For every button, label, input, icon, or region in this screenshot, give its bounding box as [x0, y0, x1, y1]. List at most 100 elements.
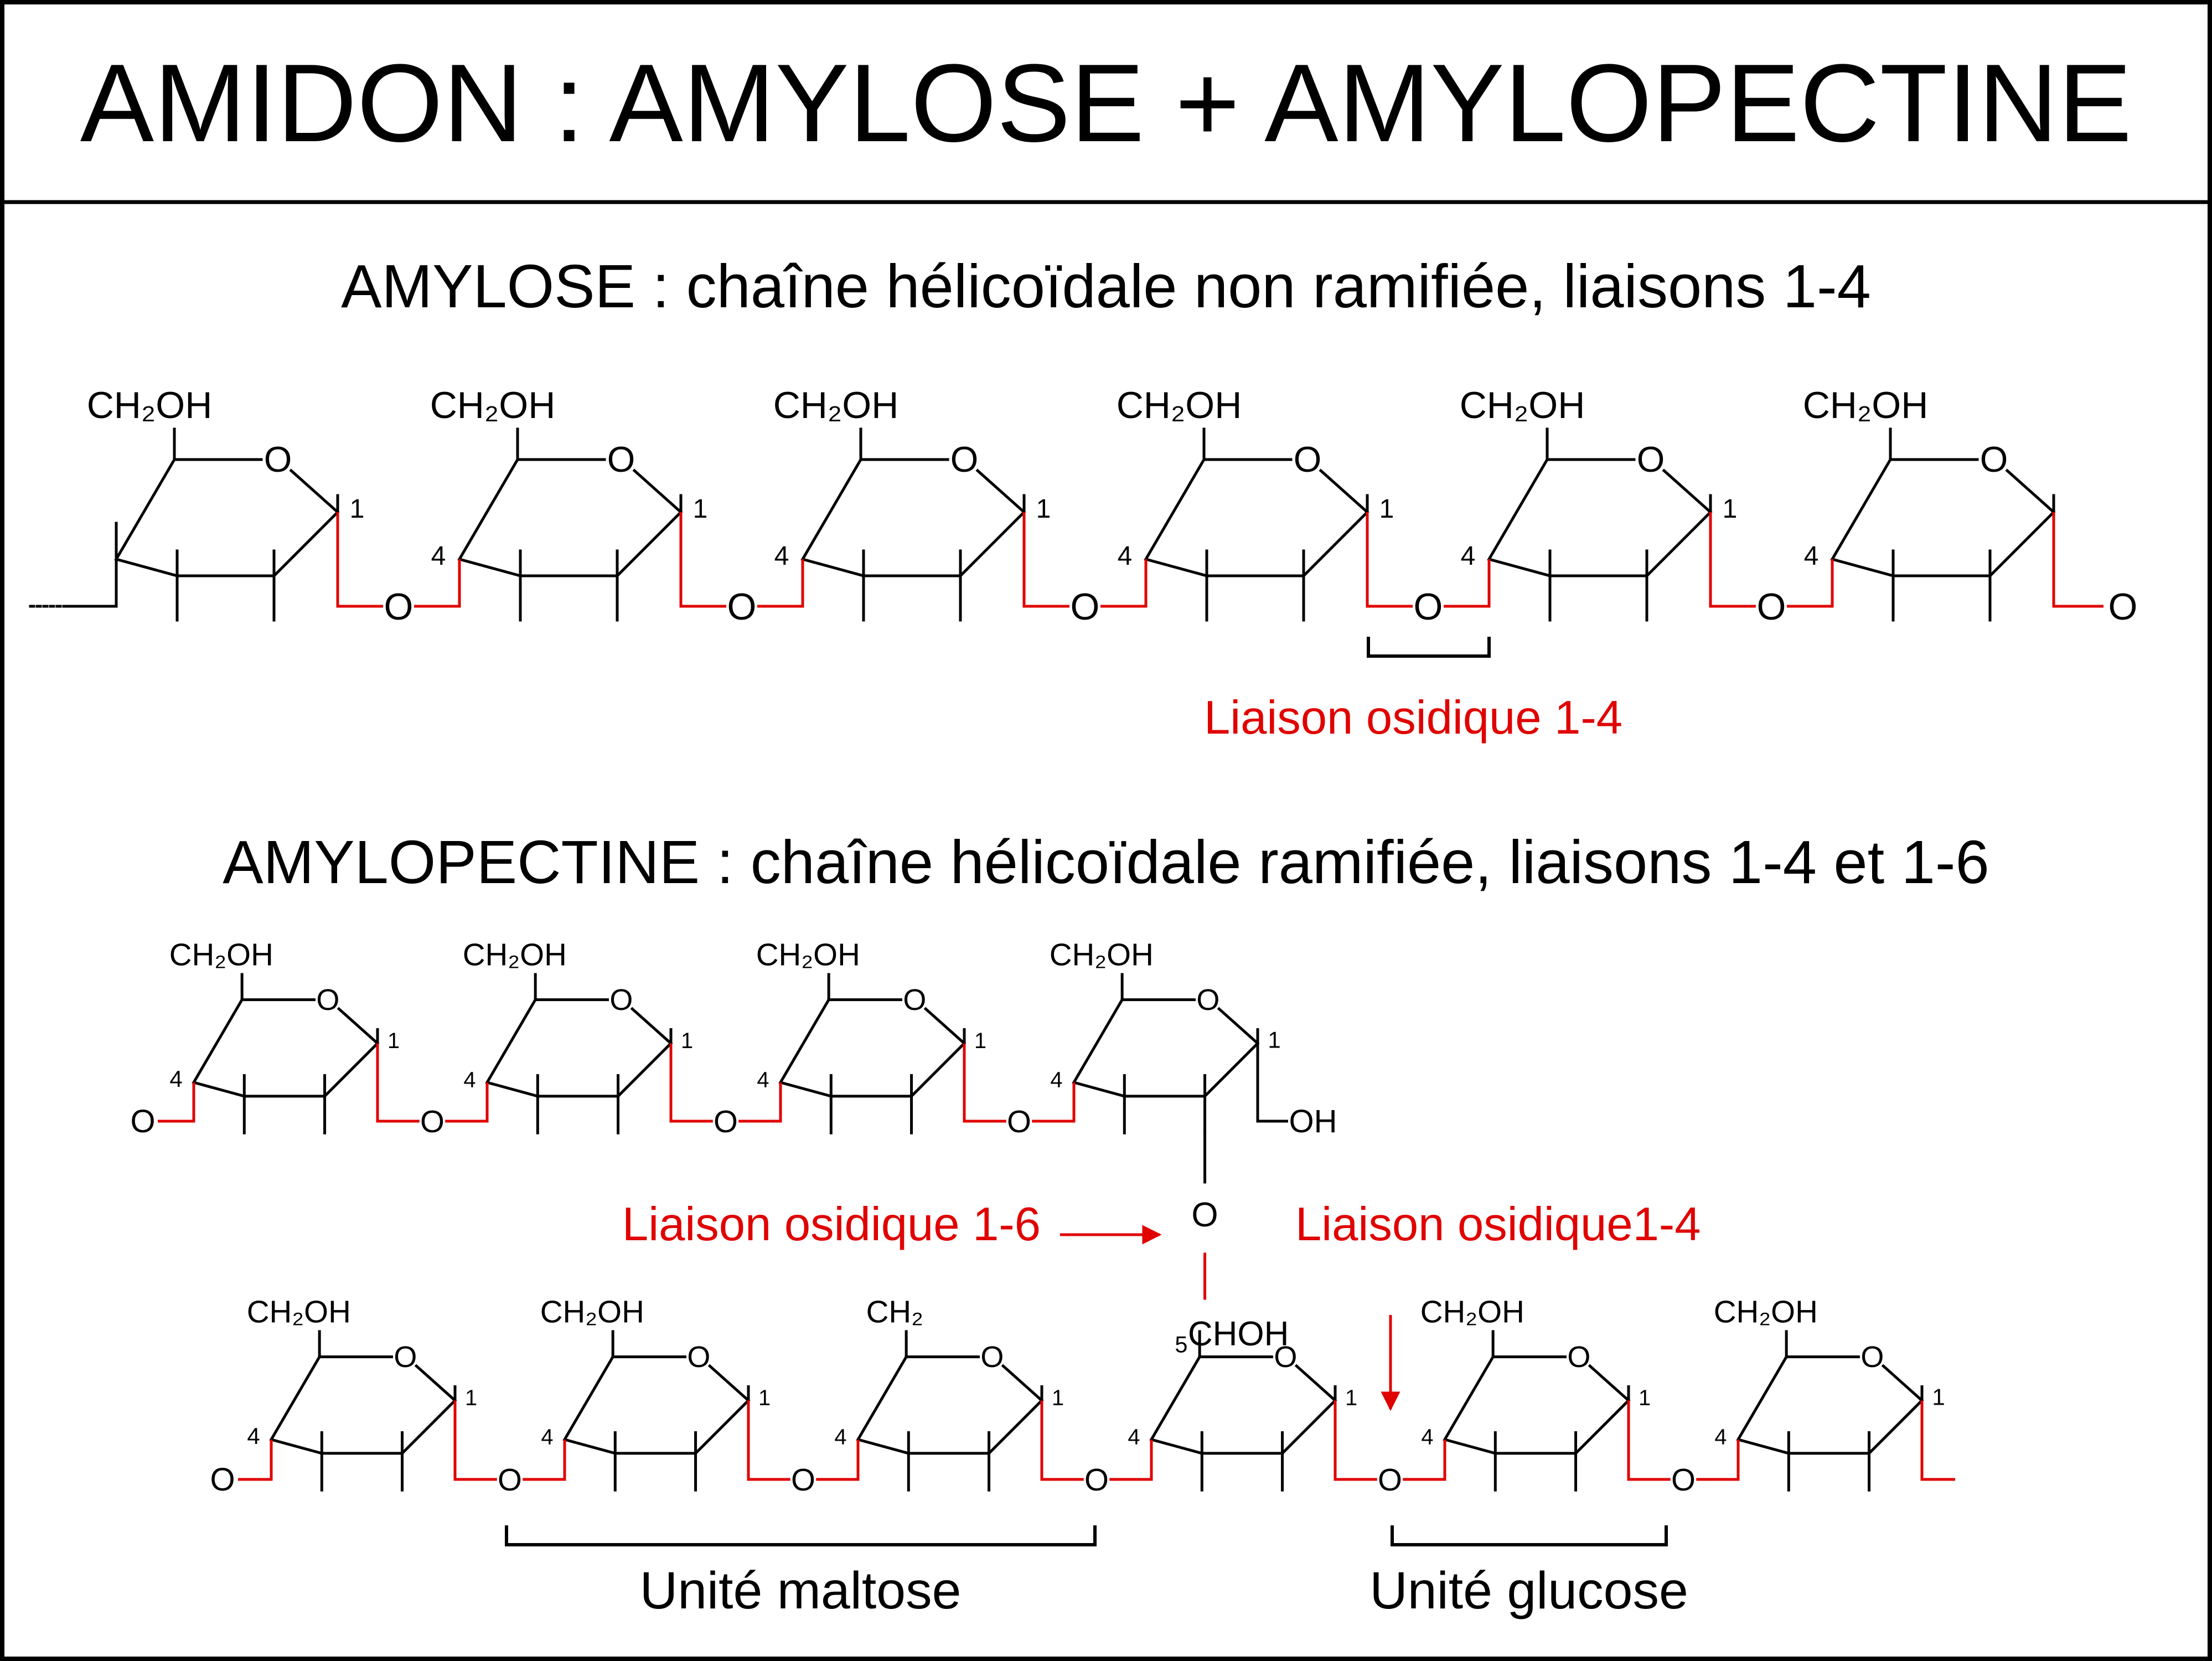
- ring-bond: [1588, 1364, 1631, 1402]
- page-title: AMIDON : AMYLOSE + AMYLOPECTINE: [80, 42, 2132, 165]
- ring-bond: [114, 458, 339, 577]
- glycosidic-bond-left: [1627, 1400, 1671, 1481]
- carbon-number-1: 1: [1036, 494, 1051, 524]
- ring-bond: [923, 1007, 967, 1045]
- ch2oh-substituent: CH₂OH: [1803, 384, 1929, 426]
- carbon-number-1: 1: [1639, 1386, 1651, 1410]
- ch2oh-substituent: CH₂OH: [1420, 1294, 1524, 1329]
- ring-bond: [800, 458, 1025, 577]
- glycosidic-bond-right: [445, 1082, 489, 1123]
- glycosidic-oxygen: O: [384, 586, 414, 628]
- glycosidic-bond-right: [1444, 559, 1491, 608]
- glycosidic-oxygen: O: [1378, 1462, 1402, 1497]
- glycosidic-oxygen: O: [1007, 1104, 1031, 1139]
- glycosidic-bond-left: [747, 1400, 790, 1481]
- glycosidic-bond-left: [669, 1043, 713, 1123]
- carbon-number-1: 1: [1932, 1384, 1945, 1410]
- ch2oh-substituent: CH₂OH: [1117, 384, 1242, 426]
- carbon-number-4: 4: [1804, 541, 1819, 571]
- bond-14-label: Liaison osidique1-4: [1295, 1198, 1701, 1251]
- ring-oxygen-label: O: [950, 439, 979, 479]
- carbon-number-4: 4: [1461, 541, 1476, 571]
- ring-bond: [414, 1364, 457, 1402]
- ring-bond: [1072, 999, 1259, 1098]
- glycosidic-bond-right: [1787, 559, 1834, 608]
- ring-oxygen-label: O: [1274, 1340, 1297, 1374]
- ring-bond: [1217, 1007, 1260, 1045]
- carbon-number-1: 1: [974, 1029, 986, 1053]
- chohoh-group: CHOH: [1188, 1315, 1289, 1353]
- glucose-label: Unité glucose: [1369, 1561, 1688, 1620]
- glycosidic-bond-right: [816, 1440, 860, 1481]
- carbon-number-4: 4: [169, 1066, 182, 1092]
- ring-oxygen-label: O: [1637, 439, 1665, 479]
- amylose-bond-bracket: [1367, 637, 1491, 658]
- branch-oxygen: O: [1191, 1196, 1218, 1234]
- carbon-number-1: 1: [758, 1386, 771, 1410]
- ring-bond: [2005, 468, 2056, 514]
- ring-oxygen-label: O: [607, 439, 635, 479]
- maltose-label: Unité maltose: [640, 1561, 962, 1620]
- carbon-number-1: 1: [1268, 1026, 1280, 1053]
- glycosidic-oxygen: O: [420, 1104, 445, 1139]
- terminal-oh: OH: [1289, 1103, 1337, 1139]
- glycosidic-oxygen: O: [1084, 1462, 1109, 1497]
- ring-bond: [1319, 468, 1369, 514]
- carbon-number-1: 1: [1723, 494, 1738, 524]
- ch2-substituent: CH₂: [866, 1294, 923, 1329]
- maltose-bracket: [505, 1525, 1097, 1546]
- glycosidic-oxygen: O: [727, 586, 757, 628]
- bond-16-label: Liaison osidique 1-6: [622, 1198, 1041, 1251]
- glycosidic-bond-right: [1696, 1440, 1740, 1481]
- glycosidic-oxygen: O: [1071, 586, 1100, 628]
- ring-bond: [1001, 1364, 1044, 1402]
- ring-bond: [192, 999, 379, 1098]
- right-terminal-bond: [1920, 1400, 1955, 1481]
- glycosidic-bond-right: [1032, 1082, 1076, 1123]
- ch2oh-substituent: CH₂OH: [87, 384, 213, 426]
- glucose-bracket: [1391, 1525, 1668, 1546]
- amylose-heading: AMYLOSE : chaîne hélicoïdale non ramifié…: [341, 252, 1871, 321]
- terminal-oh-bond: [1256, 1043, 1288, 1123]
- ch2oh-substituent: CH₂OH: [247, 1294, 351, 1329]
- glycosidic-bond-right: [523, 1440, 566, 1481]
- glycosidic-oxygen: O: [791, 1462, 815, 1497]
- carbon-number-4: 4: [1421, 1425, 1433, 1449]
- ring-bond: [707, 1364, 751, 1402]
- ring-oxygen-label: O: [1980, 439, 2008, 479]
- carbon-number-1: 1: [1379, 494, 1394, 524]
- ring-bond: [1830, 458, 2055, 577]
- ring-oxygen-label: O: [903, 983, 926, 1017]
- glycosidic-bond-left: [1022, 512, 1069, 608]
- ring-bond: [457, 458, 682, 577]
- glycosidic-bond-right: [1100, 559, 1148, 608]
- ring-bond: [778, 999, 965, 1098]
- ring-oxygen-label: O: [394, 1340, 417, 1374]
- ring-oxygen-label: O: [1294, 439, 1322, 479]
- carbon-number-1: 1: [350, 494, 365, 524]
- carbon-number-1: 1: [1345, 1386, 1357, 1410]
- carbon-number-4: 4: [757, 1067, 769, 1092]
- carbon-number-4: 4: [541, 1425, 553, 1449]
- ch2oh-substituent: CH₂OH: [540, 1294, 644, 1329]
- glycosidic-oxygen: O: [498, 1462, 522, 1497]
- ring-oxygen-label: O: [609, 983, 633, 1017]
- ring-oxygen-label: O: [1567, 1340, 1590, 1374]
- ch2oh-substituent: CH₂OH: [1050, 937, 1154, 972]
- terminal-bond: [2052, 512, 2104, 608]
- carbon-number-4: 4: [1714, 1425, 1727, 1449]
- ring-oxygen-label: O: [1196, 983, 1219, 1017]
- glycosidic-bond-left: [1709, 512, 1756, 608]
- carbon-number-1: 1: [681, 1029, 693, 1053]
- carbon-number-4: 4: [247, 1423, 260, 1449]
- left-terminal-oxygen: O: [210, 1462, 235, 1498]
- glycosidic-bond-left: [453, 1400, 497, 1481]
- carbon-number-1: 1: [387, 1029, 400, 1053]
- carbon-number-4: 4: [1050, 1067, 1062, 1092]
- glycosidic-bond-right: [1403, 1440, 1446, 1481]
- ring-bond: [975, 468, 1026, 514]
- left-terminal-bond: [238, 1440, 273, 1481]
- ring-bond: [337, 1007, 380, 1045]
